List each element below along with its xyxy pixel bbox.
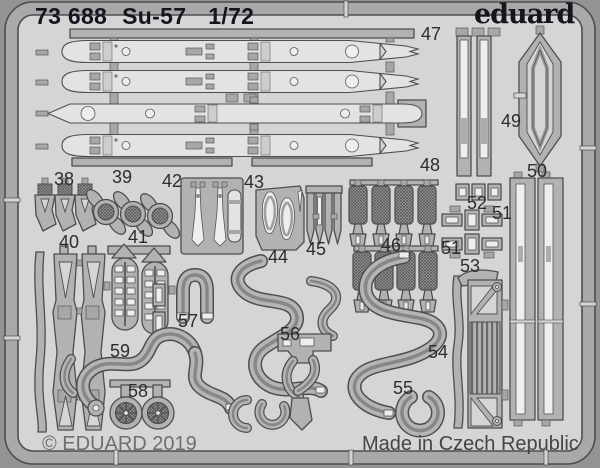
part-label-42: 42 — [162, 171, 183, 191]
part-label-52: 52 — [467, 193, 488, 213]
part-label-50: 50 — [527, 161, 548, 181]
part-label-40: 40 — [59, 232, 80, 252]
missiles-group-parts-47-48 — [35, 28, 427, 167]
part-45-slats — [305, 185, 343, 245]
copyright-notice: © EDUARD 2019 — [42, 433, 197, 455]
part-39 — [85, 189, 181, 239]
part-53-assembly — [452, 269, 509, 429]
part-50-strips — [509, 171, 564, 427]
part-58-wheels — [109, 379, 175, 430]
catalog-number: 73 688 — [35, 3, 108, 29]
made-in-label: Made in Czech Republic — [362, 433, 579, 455]
subject-name: Su-57 — [122, 3, 187, 29]
part-label-57: 57 — [178, 311, 199, 331]
strips-top-group — [455, 27, 501, 177]
part-label-58: 58 — [128, 381, 149, 401]
part-label-54: 54 — [428, 342, 449, 362]
part-label-55: 55 — [393, 378, 414, 398]
part-label-49: 49 — [501, 111, 522, 131]
part-label-41: 41 — [128, 227, 149, 247]
eduard-logo: eduard — [474, 0, 575, 30]
part-label-47: 47 — [421, 24, 442, 44]
part-label-48: 48 — [420, 155, 441, 175]
part-38 — [34, 177, 97, 232]
parts-51-52-cluster — [441, 183, 503, 259]
part-label-56: 56 — [280, 324, 301, 344]
part-label-51a: 51 — [492, 203, 513, 223]
part-49-ring — [513, 25, 562, 173]
part-label-43: 43 — [244, 172, 265, 192]
parts-43-44-plate — [255, 185, 305, 251]
part-label-46: 46 — [381, 235, 402, 255]
part-label-45: 45 — [306, 239, 327, 259]
part-label-39: 39 — [112, 167, 133, 187]
part-label-38: 38 — [54, 169, 75, 189]
part-label-44: 44 — [268, 247, 289, 267]
part-label-59: 59 — [110, 341, 131, 361]
frame-slits — [3, 0, 597, 466]
part-label-51b: 51 — [441, 238, 462, 258]
tube-parts-group — [64, 252, 440, 431]
scale-label: 1/72 — [208, 3, 255, 29]
header-title: 73 688 Su-57 1/72 — [35, 3, 254, 30]
part-42-plate — [180, 177, 244, 255]
part-label-53: 53 — [460, 256, 481, 276]
part-46-mesh-parts — [348, 179, 439, 313]
